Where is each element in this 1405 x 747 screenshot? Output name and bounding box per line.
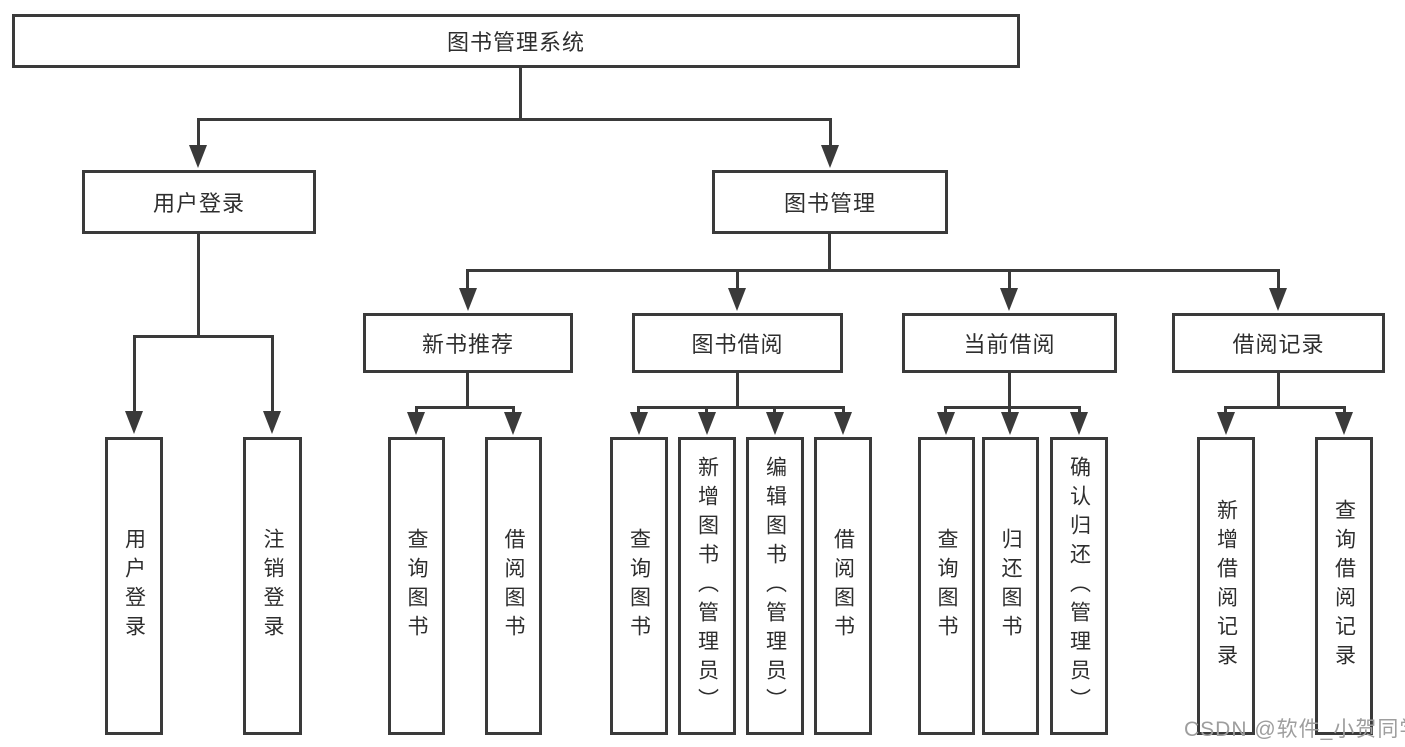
- arrow-down-icon: [1269, 288, 1287, 311]
- leaf-user-login: 用户登录: [105, 437, 163, 735]
- connector-line: [415, 406, 418, 415]
- connector-line: [1277, 269, 1280, 289]
- watermark: CSDN @软件_小贺同学: [1184, 718, 1405, 741]
- connector-line: [1224, 406, 1346, 409]
- leaf-add-books-admin: 新增图书（管理员）: [678, 437, 736, 735]
- leaf-label: 新增图书（管理员）: [695, 455, 719, 717]
- node-current-borrow: 当前借阅: [902, 313, 1117, 373]
- connector-line: [197, 232, 200, 338]
- connector-line: [944, 406, 1081, 409]
- connector-line: [829, 118, 832, 148]
- node-label: 图书管理: [783, 191, 876, 216]
- arrow-down-icon: [834, 412, 852, 435]
- node-label: 图书借阅: [691, 332, 784, 357]
- leaf-confirm-return-admin: 确认归还（管理员）: [1050, 437, 1108, 735]
- leaf-label: 注销登录: [261, 528, 284, 644]
- node-label: 用户登录: [152, 191, 245, 216]
- arrow-down-icon: [459, 288, 477, 311]
- arrow-down-icon: [766, 412, 784, 435]
- connector-line: [637, 406, 640, 415]
- arrow-down-icon: [1000, 288, 1018, 311]
- leaf-label: 借阅图书: [831, 528, 855, 644]
- node-book-borrow: 图书借阅: [632, 313, 843, 373]
- leaf-edit-books-admin: 编辑图书（管理员）: [746, 437, 804, 735]
- connector-line: [705, 406, 708, 415]
- leaf-query-books-borrow: 查询图书: [610, 437, 668, 735]
- leaf-label: 查询借阅记录: [1332, 499, 1356, 673]
- connector-line: [1343, 406, 1346, 415]
- leaf-borrow-books: 借阅图书: [814, 437, 872, 735]
- leaf-label: 用户登录: [122, 528, 146, 644]
- node-user-login: 用户登录: [82, 170, 316, 234]
- connector-line: [1078, 406, 1081, 415]
- arrow-down-icon: [407, 412, 425, 435]
- connector-line: [1277, 371, 1280, 409]
- node-label: 新书推荐: [421, 332, 514, 357]
- arrow-down-icon: [1001, 412, 1019, 435]
- arrow-down-icon: [1070, 412, 1088, 435]
- node-label: 图书管理系统: [446, 30, 585, 55]
- arrow-down-icon: [937, 412, 955, 435]
- connector-line: [773, 406, 776, 415]
- connector-line: [842, 406, 845, 415]
- leaf-add-borrow-record: 新增借阅记录: [1197, 437, 1255, 735]
- leaf-label: 查询图书: [405, 528, 428, 644]
- leaf-label: 查询图书: [627, 528, 651, 644]
- connector-line: [1008, 371, 1011, 409]
- leaf-borrow-books-recommend: 借阅图书: [485, 437, 542, 735]
- connector-line: [466, 269, 1280, 272]
- connector-line: [637, 406, 845, 409]
- connector-line: [736, 371, 739, 409]
- leaf-query-borrow-record: 查询借阅记录: [1315, 437, 1373, 735]
- arrow-down-icon: [125, 411, 143, 434]
- arrow-down-icon: [821, 145, 839, 168]
- node-borrow-records: 借阅记录: [1172, 313, 1385, 373]
- arrow-down-icon: [504, 412, 522, 435]
- arrow-down-icon: [728, 288, 746, 311]
- node-book-management: 图书管理: [712, 170, 948, 234]
- node-label: 借阅记录: [1232, 332, 1325, 357]
- connector-line: [197, 118, 832, 121]
- connector-line: [133, 335, 274, 338]
- arrow-down-icon: [630, 412, 648, 435]
- connector-line: [466, 269, 469, 289]
- node-new-book-recommend: 新书推荐: [363, 313, 573, 373]
- leaf-query-books-recommend: 查询图书: [388, 437, 445, 735]
- arrow-down-icon: [1335, 412, 1353, 435]
- connector-line: [197, 118, 200, 148]
- node-library-management-system: 图书管理系统: [12, 14, 1020, 68]
- node-label: 当前借阅: [963, 332, 1056, 357]
- connector-line: [512, 406, 515, 415]
- leaf-label: 查询图书: [935, 528, 958, 644]
- leaf-label: 编辑图书（管理员）: [763, 455, 787, 717]
- leaf-query-books-current: 查询图书: [918, 437, 975, 735]
- leaf-label: 确认归还（管理员）: [1067, 455, 1091, 717]
- leaf-label: 归还图书: [999, 528, 1022, 644]
- connector-line: [1008, 269, 1011, 289]
- connector-line: [828, 232, 831, 272]
- connector-line: [519, 66, 522, 121]
- arrow-down-icon: [263, 411, 281, 434]
- leaf-return-books: 归还图书: [982, 437, 1039, 735]
- connector-line: [133, 335, 136, 411]
- arrow-down-icon: [698, 412, 716, 435]
- connector-line: [944, 406, 947, 415]
- leaf-label: 新增借阅记录: [1214, 499, 1238, 673]
- connector-line: [1008, 406, 1011, 415]
- connector-line: [736, 269, 739, 289]
- arrow-down-icon: [189, 145, 207, 168]
- leaf-label: 借阅图书: [502, 528, 525, 644]
- connector-line: [1224, 406, 1227, 415]
- connector-line: [271, 335, 274, 411]
- arrow-down-icon: [1217, 412, 1235, 435]
- connector-line: [466, 371, 469, 409]
- leaf-logout: 注销登录: [243, 437, 302, 735]
- connector-line: [415, 406, 515, 409]
